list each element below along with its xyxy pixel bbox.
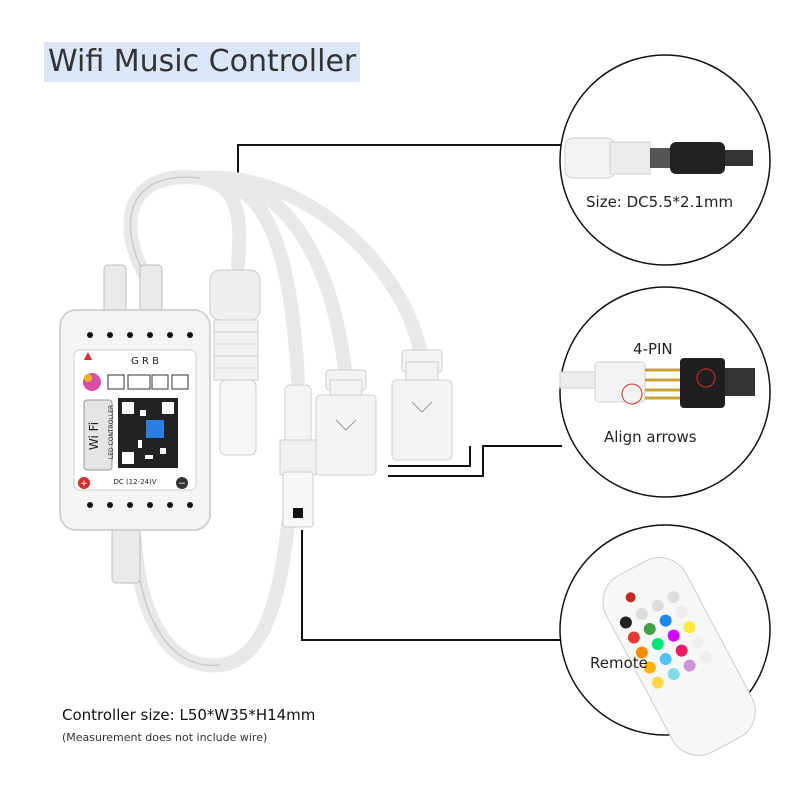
- grb-label: G R B: [131, 356, 159, 367]
- remote-circle: [559, 524, 771, 756]
- strain-reliefs: [103, 264, 163, 584]
- controller-body: [59, 309, 211, 531]
- pin-connector-left: [315, 369, 377, 476]
- wifi-label: Wi Fi: [87, 422, 101, 450]
- minus-label: −: [178, 479, 186, 489]
- dc-size-label: Size: DC5.5*2.1mm: [586, 193, 734, 211]
- page-title: Wifi Music Controller: [44, 42, 361, 82]
- pin-connector-right: [391, 349, 453, 461]
- voltage-label: DC (12-24)V: [113, 478, 156, 486]
- pin-circle: [559, 286, 771, 498]
- mic-plug: [279, 384, 317, 528]
- align-arrows-label: Align arrows: [604, 428, 697, 446]
- four-pin-label: 4-PIN: [633, 340, 673, 358]
- remote-label: Remote: [590, 654, 648, 672]
- model-label: LED CONTROLLER: [108, 405, 115, 459]
- controller-size-text: Controller size: L50*W35*H14mm: [62, 706, 316, 724]
- dc-connector: [209, 269, 261, 456]
- measurement-note: (Measurement does not include wire): [62, 731, 268, 744]
- plus-label: +: [80, 479, 88, 489]
- dc-size-circle: [559, 54, 771, 266]
